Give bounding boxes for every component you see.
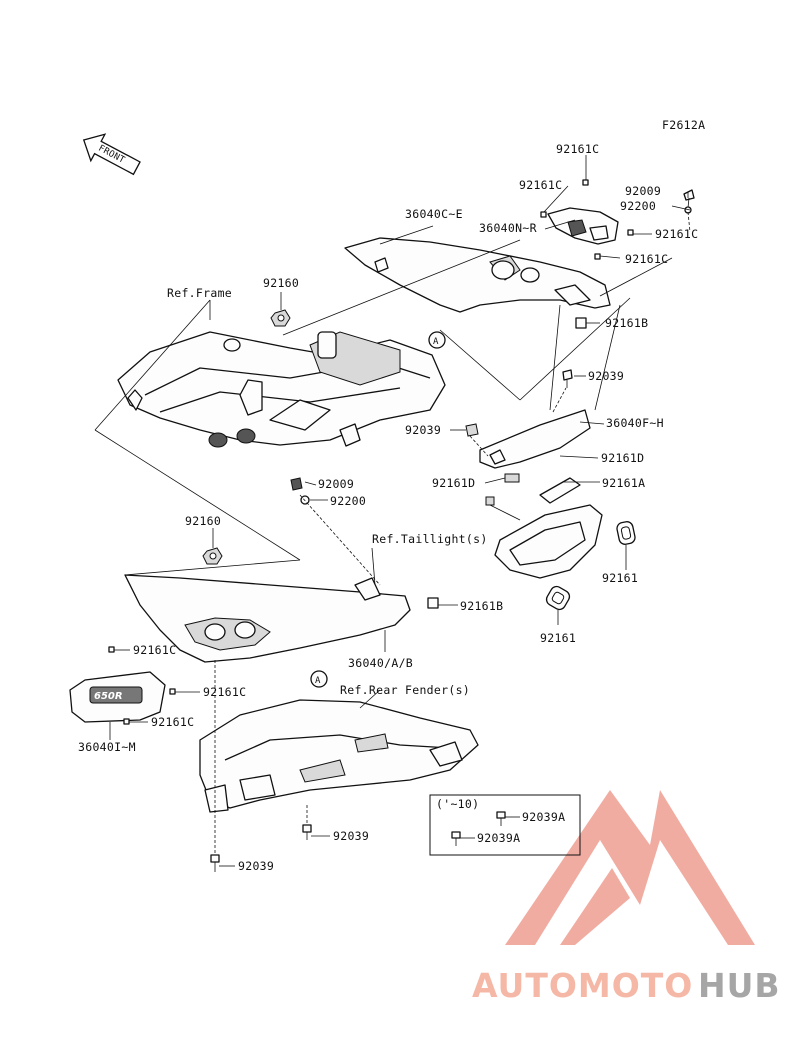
part-label: 92161B <box>605 316 648 330</box>
part-label: 92161B <box>460 599 503 613</box>
bolt-92009-mid <box>290 477 310 505</box>
callout-a-upper-icon <box>428 331 446 349</box>
note-box <box>429 794 581 856</box>
nut-92160-upper <box>270 309 291 327</box>
figure-code: F2612A <box>662 118 705 132</box>
part-label: 92039A <box>477 831 520 845</box>
part-label: 92009 <box>318 477 354 491</box>
screw-92039-lower-left <box>210 854 220 872</box>
part-label: 36040N~R <box>479 221 537 235</box>
screw-92039-mid <box>562 369 573 388</box>
part-label: 36040C~E <box>405 207 463 221</box>
ref-rear-fender-label: Ref.Rear Fender(s) <box>340 683 470 697</box>
screw-92039-left <box>465 423 479 437</box>
small-cover-drawing <box>547 207 619 245</box>
part-label: 36040F~H <box>606 416 664 430</box>
watermark-logo <box>505 790 755 945</box>
side-cover-drawing <box>124 574 439 663</box>
part-label: 92039 <box>333 829 369 843</box>
part-label: 92039 <box>238 859 274 873</box>
part-label: 92161C <box>655 227 698 241</box>
callout-a-lower-letter: A <box>315 676 321 686</box>
ref-taillight-label: Ref.Taillight(s) <box>372 532 488 546</box>
reference-labels: Ref.Frame Ref.Taillight(s) Ref.Rear Fend… <box>167 286 488 697</box>
front-arrow-icon <box>82 133 141 176</box>
part-label: 36040I~M <box>78 740 136 754</box>
grommets-upper <box>540 179 634 329</box>
note-box-label: ('~10) <box>436 797 479 811</box>
part-label: 92200 <box>330 494 366 508</box>
part-label: 92160 <box>185 514 221 528</box>
frame-drawing <box>117 331 446 448</box>
part-label: 36040/A/B <box>348 656 413 670</box>
rear-fender-drawing <box>199 699 479 813</box>
callout-a-upper-letter: A <box>433 337 439 347</box>
callout-a-lower-icon <box>310 670 328 688</box>
upper-cowl-drawing <box>344 237 611 313</box>
part-label: 92039 <box>405 423 441 437</box>
part-label: 92161D <box>432 476 475 490</box>
watermark-triangle-icon <box>505 790 755 945</box>
taillight-drawing <box>485 477 603 579</box>
nut-92160-lower <box>202 547 223 565</box>
leader-lines <box>94 155 691 867</box>
part-label: 92161 <box>602 571 638 585</box>
part-label: 92161 <box>540 631 576 645</box>
part-label: 92039 <box>588 369 624 383</box>
part-labels: 92161C 92161C 92009 92200 36040C~E 36040… <box>78 142 698 873</box>
watermark-text-primary: AUTOMOTO <box>472 966 693 1005</box>
rubber-ring-right <box>616 521 636 545</box>
part-label: 92161C <box>519 178 562 192</box>
emblem-panel-drawing: 650R <box>69 646 176 725</box>
watermark-text-secondary: HUB <box>698 966 781 1005</box>
part-label: 92161C <box>203 685 246 699</box>
part-label: 92200 <box>620 199 656 213</box>
part-label: 92160 <box>263 276 299 290</box>
part-label: 92161C <box>625 252 668 266</box>
model-badge-text: 650R <box>94 691 123 702</box>
part-label: 92161C <box>133 643 176 657</box>
ref-frame-label: Ref.Frame <box>167 286 232 300</box>
part-label: 92009 <box>625 184 661 198</box>
part-label: 92161C <box>556 142 599 156</box>
part-label: 92161A <box>602 476 645 490</box>
part-label: 92161D <box>601 451 644 465</box>
part-label: 92161C <box>151 715 194 729</box>
screw-92039-lower-mid <box>302 824 312 840</box>
center-cover-drawing <box>479 409 591 483</box>
rubber-ring-lower <box>545 585 571 611</box>
dashed-leaders <box>214 211 691 855</box>
part-label: 92039A <box>522 810 565 824</box>
